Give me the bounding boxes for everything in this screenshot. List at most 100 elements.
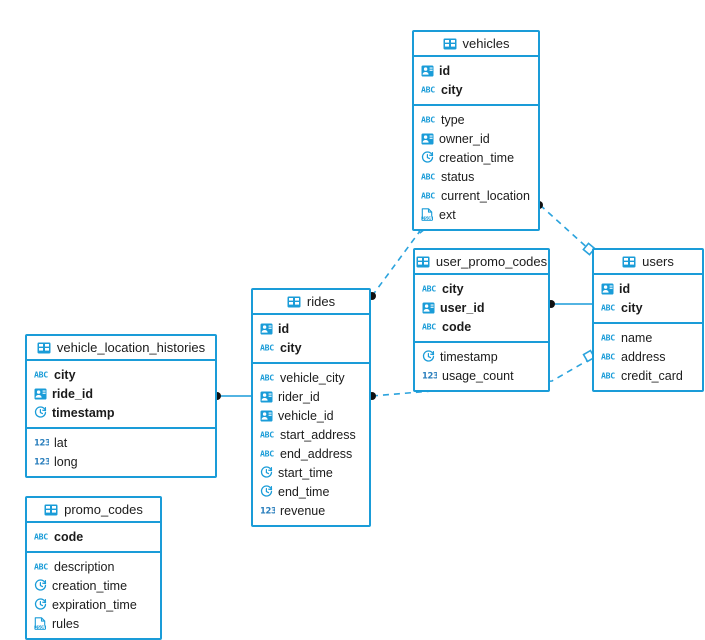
field-row-creation_time[interactable]: creation_time bbox=[27, 576, 160, 595]
svg-text:ABC: ABC bbox=[422, 322, 436, 332]
field-label: address bbox=[621, 349, 666, 364]
field-row-rider_id[interactable]: rider_id bbox=[253, 387, 369, 406]
field-label: id bbox=[619, 281, 631, 296]
json-field-icon: JSON bbox=[34, 617, 47, 630]
table-header-user_promo_codes[interactable]: user_promo_codes bbox=[415, 250, 548, 275]
field-row-current_location[interactable]: ABC current_location bbox=[414, 186, 538, 205]
svg-text:ABC: ABC bbox=[421, 85, 435, 95]
key-field-icon bbox=[421, 133, 434, 145]
field-label: credit_card bbox=[621, 368, 683, 383]
string-field-icon: ABC bbox=[421, 84, 436, 95]
timestamp-field-icon bbox=[34, 598, 47, 611]
field-row-rules[interactable]: JSON rules bbox=[27, 614, 160, 633]
numeric-field-icon: 123 bbox=[34, 456, 49, 467]
table-title: user_promo_codes bbox=[435, 254, 548, 269]
table-header-promo_codes[interactable]: promo_codes bbox=[27, 498, 160, 523]
key-field-row-timestamp[interactable]: timestamp bbox=[27, 403, 215, 422]
field-row-end_time[interactable]: end_time bbox=[253, 482, 369, 501]
key-field-row-ride_id[interactable]: ride_id bbox=[27, 384, 215, 403]
field-row-revenue[interactable]: 123 revenue bbox=[253, 501, 369, 520]
table-header-vehicles[interactable]: vehicles bbox=[414, 32, 538, 57]
field-label: revenue bbox=[280, 503, 326, 518]
key-field-icon bbox=[34, 388, 47, 400]
field-label: id bbox=[439, 63, 451, 78]
svg-text:ABC: ABC bbox=[421, 191, 435, 201]
string-field-icon: ABC bbox=[601, 351, 616, 362]
string-field-icon: ABC bbox=[260, 448, 275, 459]
numeric-field-icon: 123 bbox=[422, 370, 437, 381]
field-row-expiration_time[interactable]: expiration_time bbox=[27, 595, 160, 614]
field-row-timestamp[interactable]: timestamp bbox=[415, 347, 548, 366]
table-header-users[interactable]: users bbox=[594, 250, 702, 275]
table-icon bbox=[287, 296, 301, 308]
field-row-start_time[interactable]: start_time bbox=[253, 463, 369, 482]
timestamp-field-icon bbox=[34, 579, 47, 592]
field-label: city bbox=[280, 340, 302, 355]
svg-text:ABC: ABC bbox=[34, 370, 48, 380]
field-label: description bbox=[54, 559, 115, 574]
string-field-icon: ABC bbox=[421, 190, 436, 201]
key-field-row-id[interactable]: id bbox=[253, 319, 369, 338]
table-title: rides bbox=[306, 294, 336, 309]
field-row-owner_id[interactable]: owner_id bbox=[414, 129, 538, 148]
relationship-user-promo-codes-to-users[interactable] bbox=[547, 300, 592, 308]
svg-text:ABC: ABC bbox=[421, 115, 435, 125]
table-header-vehicle_location_histories[interactable]: vehicle_location_histories bbox=[27, 336, 215, 361]
svg-text:123: 123 bbox=[260, 506, 275, 516]
timestamp-field-icon bbox=[422, 350, 435, 363]
svg-text:JSON: JSON bbox=[422, 216, 432, 221]
relationship-vehicle-location-histories-to-rides[interactable] bbox=[213, 392, 251, 400]
field-label: current_location bbox=[441, 188, 530, 203]
table-title: promo_codes bbox=[64, 502, 143, 517]
key-field-row-id[interactable]: id bbox=[594, 279, 702, 298]
field-label: owner_id bbox=[439, 131, 490, 146]
svg-text:123: 123 bbox=[34, 457, 49, 467]
key-field-row-id[interactable]: id bbox=[414, 61, 538, 80]
svg-text:ABC: ABC bbox=[601, 352, 615, 362]
field-label: rules bbox=[52, 616, 80, 631]
field-row-creation_time[interactable]: creation_time bbox=[414, 148, 538, 167]
numeric-field-icon: 123 bbox=[260, 505, 275, 516]
field-label: timestamp bbox=[440, 349, 498, 364]
numeric-field-icon: 123 bbox=[34, 437, 49, 448]
field-row-vehicle_id[interactable]: vehicle_id bbox=[253, 406, 369, 425]
relationship-vehicles-to-users[interactable] bbox=[535, 201, 596, 256]
field-row-address[interactable]: ABC address bbox=[594, 347, 702, 366]
table-header-rides[interactable]: rides bbox=[253, 290, 369, 315]
field-label: vehicle_id bbox=[278, 408, 334, 423]
key-field-icon bbox=[260, 323, 273, 335]
relationship-line bbox=[539, 204, 593, 253]
key-field-row-user_id[interactable]: user_id bbox=[415, 298, 548, 317]
